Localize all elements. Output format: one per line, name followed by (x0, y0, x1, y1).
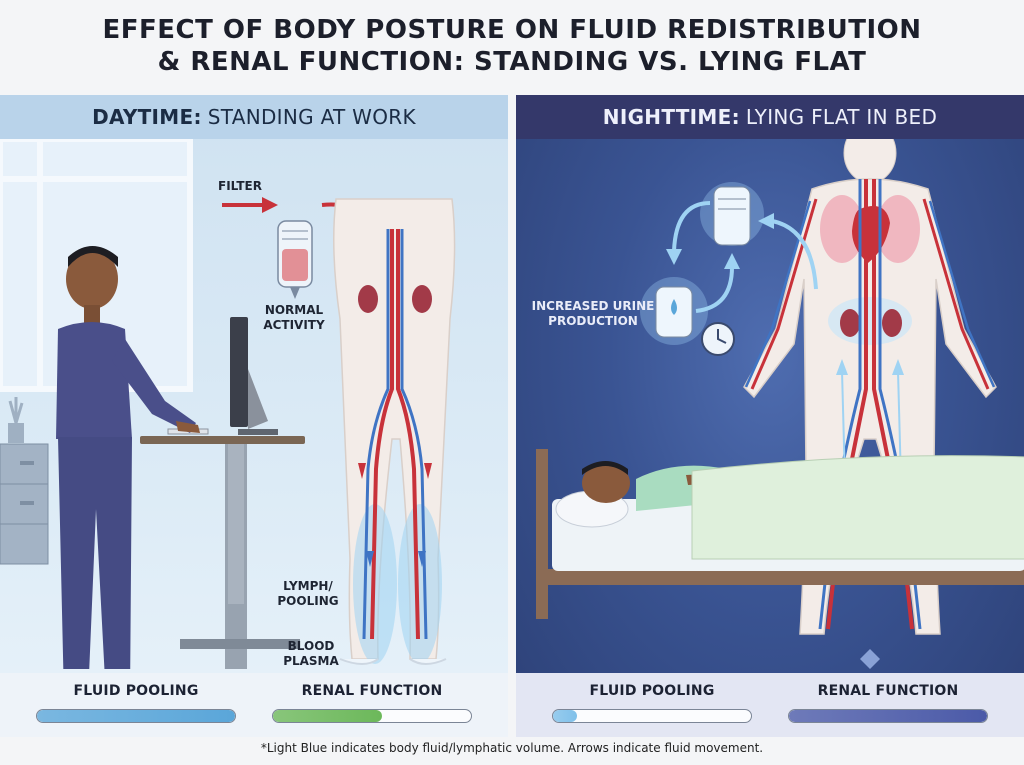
meter-track (788, 709, 988, 723)
plant-icon (8, 397, 24, 443)
normal-activity-line-1: NORMAL (264, 303, 324, 317)
nighttime-scene: INCREASED URINE PRODUCTION (516, 139, 1024, 669)
standing-desk (140, 436, 305, 669)
plasma-line-1: BLOOD (287, 639, 335, 653)
nighttime-meters: FLUID POOLING RENAL FUNCTION (516, 673, 1024, 737)
meter-fill (37, 710, 235, 722)
meter-label: FLUID POOLING (73, 683, 199, 699)
daytime-heading-text: STANDING AT WORK (207, 105, 416, 129)
meter-label: RENAL FUNCTION (301, 683, 443, 699)
daytime-scene: FILTER NORMAL ACTIVITY LYMPH/ POOLING BL… (0, 139, 508, 669)
urine-line-1: INCREASED URINE (531, 299, 655, 313)
plasma-line-2: PLASMA (283, 654, 339, 668)
blood-plasma-label: BLOOD PLASMA (276, 639, 346, 669)
urine-container-icon (640, 277, 708, 345)
standing-worker (56, 246, 200, 669)
daytime-heading: DAYTIME: STANDING AT WORK (0, 95, 508, 139)
nighttime-renal-function-meter: RENAL FUNCTION (788, 683, 988, 723)
meter-fill (273, 710, 382, 722)
filter-label: FILTER (218, 179, 262, 193)
daytime-panel: DAYTIME: STANDING AT WORK (0, 95, 508, 737)
lower-body-circulation (333, 198, 456, 665)
title-line-1: EFFECT OF BODY POSTURE ON FLUID REDISTRI… (102, 15, 922, 45)
nighttime-illustration (536, 139, 1024, 669)
meter-track (36, 709, 236, 723)
normal-activity-line-2: ACTIVITY (263, 318, 325, 332)
normal-activity-label: NORMAL ACTIVITY (254, 303, 334, 333)
meter-track (272, 709, 472, 723)
meter-label: FLUID POOLING (589, 683, 715, 699)
nighttime-fluid-pooling-meter: FLUID POOLING (552, 683, 752, 723)
nighttime-heading-text: LYING FLAT IN BED (745, 105, 938, 129)
daytime-illustration (0, 139, 456, 669)
daytime-renal-function-meter: RENAL FUNCTION (272, 683, 472, 723)
footnote: *Light Blue indicates body fluid/lymphat… (260, 741, 764, 755)
kidney-filter-icon (700, 182, 764, 246)
panel-divider (508, 95, 516, 737)
urine-cycle-arrows-icon (666, 201, 818, 313)
lymph-pooling-label: LYMPH/ POOLING (268, 579, 348, 609)
nighttime-heading-bold: NIGHTTIME: (602, 105, 740, 129)
bed-with-sleeper (536, 449, 1024, 619)
daytime-fluid-pooling-meter: FLUID POOLING (36, 683, 236, 723)
nighttime-panel: NIGHTTIME: LYING FLAT IN BED (516, 95, 1024, 737)
filter-device-icon (277, 220, 313, 299)
file-cabinet (0, 443, 49, 565)
monitor (167, 317, 278, 435)
title-line-2: & RENAL FUNCTION: STANDING VS. LYING FLA… (157, 47, 867, 77)
meter-fill (789, 710, 987, 722)
meter-track (552, 709, 752, 723)
full-body-circulation (743, 139, 997, 669)
meter-label: RENAL FUNCTION (817, 683, 959, 699)
increased-urine-label: INCREASED URINE PRODUCTION (530, 299, 656, 329)
lymph-line-2: POOLING (277, 594, 339, 608)
daytime-meters: FLUID POOLING RENAL FUNCTION (0, 673, 508, 737)
urine-line-2: PRODUCTION (548, 314, 638, 328)
meter-fill (553, 710, 577, 722)
daytime-heading-bold: DAYTIME: (92, 105, 202, 129)
lymph-line-1: LYMPH/ (283, 579, 333, 593)
page-title: EFFECT OF BODY POSTURE ON FLUID REDISTRI… (0, 14, 1024, 78)
clock-icon (701, 322, 735, 356)
nighttime-heading: NIGHTTIME: LYING FLAT IN BED (516, 95, 1024, 139)
